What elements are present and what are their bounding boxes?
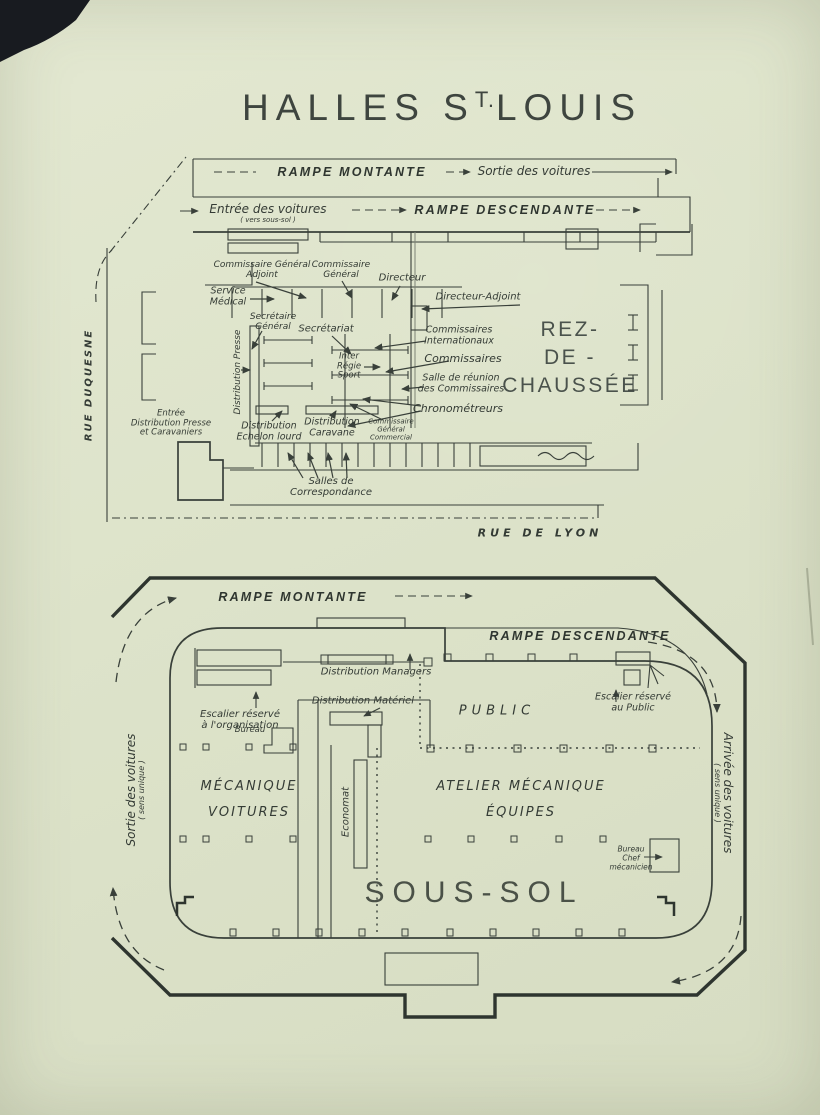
- rdc-plan-linework: [95, 156, 693, 522]
- rdc-stair-right: [565, 223, 693, 256]
- soussol-pillars: [179, 743, 626, 937]
- label-bureau: Bureau: [234, 725, 266, 736]
- label-public: PUBLIC: [458, 703, 536, 719]
- soussol-stair-public: [612, 651, 665, 702]
- rdc-rampe-montante-label: RAMPE MONTANTE: [277, 165, 427, 179]
- soussol-rampe-montante-label: RAMPE MONTANTE: [218, 590, 368, 604]
- rdc-sortie-voitures-label: Sortie des voitures: [477, 164, 591, 178]
- label-distribution-presse: Distribution Presse: [232, 329, 243, 415]
- label-arrivee-des-voitures: Arrivée des voitures( sens unique ): [712, 732, 736, 854]
- label-distribution-managers: Distribution Managers: [320, 666, 432, 678]
- rue-de-lyon-label: RUE DE LYON: [477, 526, 603, 540]
- rdc-left-offices: [263, 336, 313, 390]
- soussol-rampe-descendante-label: RAMPE DESCENDANTE: [489, 629, 671, 643]
- rdc-stair-left: [205, 228, 309, 286]
- rdc-entree-voitures-label: Entrée des voitures: [209, 202, 327, 216]
- rdc-floor-name: REZ-DE -CHAUSSÉE: [502, 318, 638, 397]
- page-title: HALLES ST.LOUIS: [241, 86, 643, 129]
- rdc-i-marks: [628, 314, 638, 391]
- rdc-rampe-descendante-label: RAMPE DESCENDANTE: [414, 203, 596, 217]
- label-commissaires: Commissaires: [424, 351, 502, 365]
- soussol-plan-linework: [109, 576, 747, 1019]
- label-chronometreurs: Chronométreurs: [413, 401, 503, 415]
- label-directeur: Directeur: [378, 272, 426, 284]
- title-superscript: T.: [474, 86, 496, 112]
- label-sortie-des-voitures: Sortie des voitures( sens unique ): [123, 733, 147, 847]
- label-directeur-adjoint: Directeur-Adjoint: [435, 291, 521, 303]
- soussol-floor-name: SOUS-SOL: [364, 876, 584, 909]
- rdc-leader-arrows: [241, 280, 521, 479]
- soussol-economat-block: [297, 699, 431, 938]
- soussol-stair-organisation: [194, 648, 282, 708]
- label-distribution-materiel: Distribution Matériel: [311, 695, 415, 707]
- label-economat: Economat: [340, 786, 352, 838]
- rdc-vers-sous-sol-note: ( vers sous-sol ): [240, 216, 296, 225]
- label-secretariat: Secrétariat: [298, 323, 354, 335]
- rue-duquesne-label: RUE DUQUESNE: [83, 328, 95, 442]
